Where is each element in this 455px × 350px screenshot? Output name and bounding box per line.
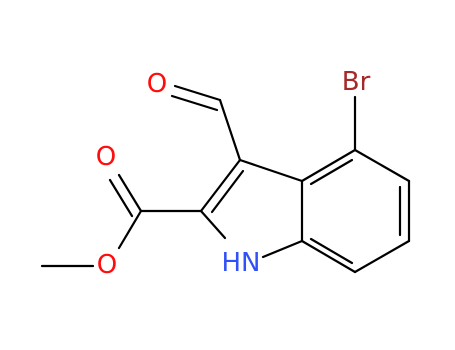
bond-c3a-c3 xyxy=(238,158,304,183)
bond-c3-c2 xyxy=(199,158,242,213)
bond-c2-n1 xyxy=(199,209,227,240)
bond-ester-c-o xyxy=(117,209,143,250)
aldehyde-oxygen-label: O xyxy=(147,69,167,99)
bond-cho-o-second xyxy=(170,94,219,112)
bond-c7-c7a xyxy=(300,239,357,274)
bond-ester-carbonyl-o xyxy=(117,173,143,213)
bromine-atom-label: Br xyxy=(342,67,371,97)
bond-ester-carbonyl-o-second xyxy=(108,178,134,218)
bond-c6-c7 xyxy=(353,239,411,274)
bond-c4-c5 xyxy=(353,148,411,183)
ester-oxygen-label: O xyxy=(97,250,117,280)
bond-c3-cho xyxy=(218,98,242,162)
bond-c7-c7a-inner xyxy=(309,237,354,265)
bond-n1-c7a xyxy=(261,239,304,259)
bond-c3a-c4-inner xyxy=(309,158,354,186)
carbonyl-oxygen-label: O xyxy=(96,142,116,172)
indole-nitrogen-label: HN xyxy=(222,248,261,278)
bond-c3-c2-inner xyxy=(210,169,245,214)
bond-c3a-c4 xyxy=(300,148,357,183)
bond-cho-o xyxy=(173,84,222,102)
